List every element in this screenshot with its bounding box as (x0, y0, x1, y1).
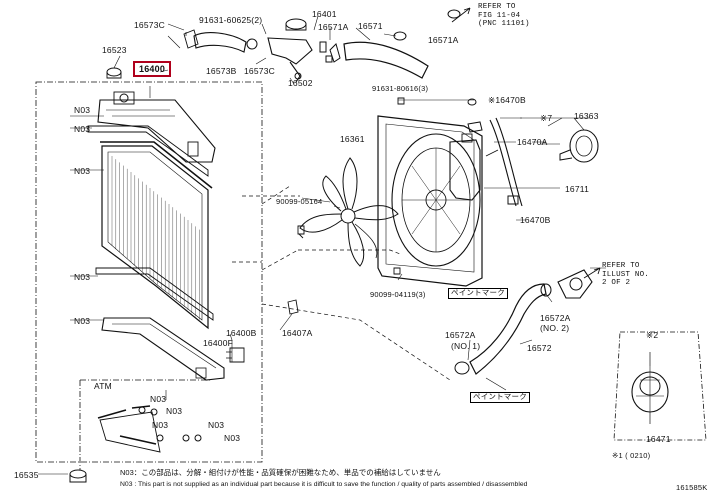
part-label: 16400F (203, 338, 234, 348)
radiator-cap-16523 (106, 67, 122, 79)
part-label: ※16470B (488, 95, 526, 105)
refer-arrow-right (583, 267, 601, 279)
paint-mark-label: ペイントマーク (448, 288, 508, 299)
part-label: 16572A (445, 330, 476, 340)
lower-tank (101, 317, 225, 381)
part-label: 16535 (14, 470, 39, 480)
part-label: (NO. 2) (540, 323, 570, 333)
part-label: ATM (94, 381, 112, 391)
n03-label: N03 (166, 406, 183, 416)
drain-plug-16407a (287, 299, 299, 315)
fan-motor-16363 (559, 129, 599, 163)
radiator-hose-16571 (319, 41, 429, 79)
part-label: 16502 (288, 78, 313, 88)
part-label: 90099-05164 (276, 197, 323, 206)
drain-plug-16535 (69, 469, 87, 483)
part-label: 16571A (318, 22, 349, 32)
n03-label: N03 (74, 105, 91, 115)
atm-oil-cooler-pipe (79, 379, 212, 470)
water-outlet (557, 269, 593, 299)
part-label: 16470A (517, 137, 548, 147)
part-label: 16571 (358, 21, 383, 31)
upper-gasket (87, 125, 209, 177)
part-label: 16711 (565, 184, 590, 194)
part-label: 16523 (102, 45, 127, 55)
cap-inset (613, 331, 707, 441)
n03-label: N03 (74, 166, 91, 176)
assembly-boundary (35, 81, 263, 463)
part-label: 16363 (574, 111, 599, 121)
drain-cock (226, 347, 245, 363)
part-label: 16572 (527, 343, 552, 353)
part-label: ※2 (646, 330, 659, 340)
n03-label: N03 (224, 433, 241, 443)
n03-label: N03 (150, 394, 167, 404)
diagram-code: 161585K (676, 483, 708, 492)
part-label: 16471 (646, 434, 671, 444)
part-label: 16470B (520, 215, 551, 225)
hose-clamp-16571a (393, 9, 461, 41)
n03-label: N03 (74, 124, 91, 134)
refer-to-top: REFER TO FIG 11-04 (PNC 11101) (478, 3, 530, 28)
part-label: 91631-80616(3) (372, 84, 429, 93)
screws (297, 97, 405, 275)
fan-blade-16361 (299, 157, 399, 267)
radiator-cap-16471 (631, 352, 669, 424)
thermostat-housing-16502 (267, 37, 313, 83)
part-label: 90099-04119(3) (370, 290, 426, 299)
footnote-en: N03 : This part is not supplied as an in… (120, 481, 528, 488)
fan-shroud-16711 (377, 115, 483, 287)
part-label: 16572A (540, 313, 571, 323)
overflow-hose (467, 98, 523, 207)
part-label: 16407A (282, 328, 313, 338)
footnote-jp: N03：この部品は、分解・組付けが性能・品質確保が困難なため、単品での補給はして… (120, 468, 441, 477)
reservoir-16470a (449, 133, 499, 201)
n03-label: N03 (74, 316, 91, 326)
upper-hose-16573b (183, 29, 258, 53)
part-label: 16571A (428, 35, 459, 45)
highlighted-part-label: 16400 (133, 61, 172, 77)
n03-label: N03 (208, 420, 225, 430)
part-label: ※1 ( 0210) (612, 451, 651, 460)
n03-label: N03 (152, 420, 169, 430)
radiator-core (100, 141, 213, 330)
refer-to-right: REFER TO ILLUST NO. 2 OF 2 (602, 262, 650, 287)
part-label: 16573B (206, 66, 237, 76)
refer-arrow-top (451, 7, 471, 23)
upper-tank (97, 91, 216, 163)
n03-label: N03 (74, 272, 91, 282)
part-label: 16361 (340, 134, 365, 144)
cap-16401 (285, 18, 307, 31)
part-label: 16400B (226, 328, 257, 338)
part-label: ※7 (540, 113, 553, 123)
paint-mark-label: ペイントマーク (470, 392, 530, 403)
part-label: (NO. 1) (451, 341, 481, 351)
part-label: 16401 (312, 9, 337, 19)
part-label: 91631-60625(2) (199, 15, 263, 25)
part-label: 16573C (244, 66, 275, 76)
part-label: 16573C (134, 20, 165, 30)
